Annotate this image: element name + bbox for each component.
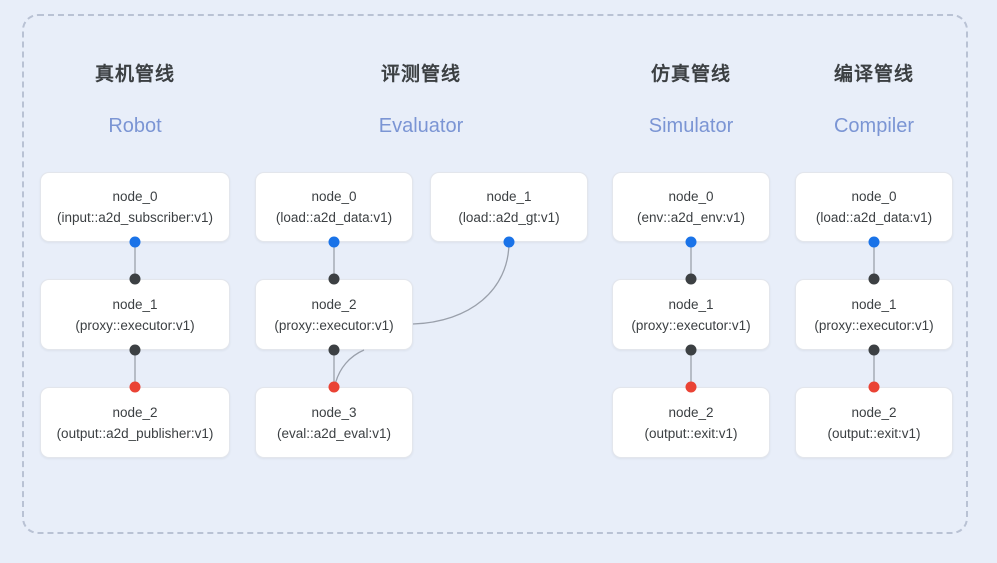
port-output-evaluator-2[interactable] [328,344,340,356]
node-evaluator-2[interactable]: node_2 (proxy::executor:v1) [255,279,413,350]
port-input-compiler-1[interactable] [868,273,880,285]
node-impl: (proxy::executor:v1) [75,317,195,333]
port-input-evaluator-3[interactable] [328,381,340,393]
node-impl: (eval::a2d_eval:v1) [276,425,392,441]
node-name: node_3 [311,404,357,420]
node-name: node_1 [668,296,714,312]
node-name: node_0 [112,189,158,204]
node-evaluator-3[interactable]: node_3 (eval::a2d_eval:v1) [255,387,413,458]
node-impl: (load::a2d_data:v1) [815,210,933,225]
node-robot-1[interactable]: node_1 (proxy::executor:v1) [40,279,230,350]
port-output-robot-0[interactable] [129,236,141,248]
port-output-simulator-0[interactable] [685,236,697,248]
node-simulator-0[interactable]: node_0 (env::a2d_env:v1) [612,172,770,242]
node-simulator-2[interactable]: node_2 (output::exit:v1) [612,387,770,458]
node-name: node_2 [112,404,158,420]
port-input-simulator-1[interactable] [685,273,697,285]
node-name: node_0 [851,189,897,204]
port-input-robot-2[interactable] [129,381,141,393]
node-name: node_0 [311,189,357,204]
node-impl: (proxy::executor:v1) [814,317,934,333]
node-impl: (output::a2d_publisher:v1) [56,425,214,441]
port-output-evaluator-0[interactable] [328,236,340,248]
node-impl: (proxy::executor:v1) [631,317,751,333]
node-evaluator-1[interactable]: node_1 (load::a2d_gt:v1) [430,172,588,242]
port-input-robot-1[interactable] [129,273,141,285]
port-input-evaluator-2[interactable] [328,273,340,285]
node-compiler-0[interactable]: node_0 (load::a2d_data:v1) [795,172,953,242]
port-input-simulator-2[interactable] [685,381,697,393]
node-name: node_1 [486,189,532,204]
port-output-evaluator-1[interactable] [503,236,515,248]
node-impl: (proxy::executor:v1) [274,317,394,333]
node-compiler-2[interactable]: node_2 (output::exit:v1) [795,387,953,458]
node-name: node_2 [668,404,714,420]
node-evaluator-0[interactable]: node_0 (load::a2d_data:v1) [255,172,413,242]
node-name: node_2 [311,296,357,312]
diagram-dashed-frame [22,14,968,534]
node-name: node_1 [851,296,897,312]
node-impl: (output::exit:v1) [827,425,921,441]
node-simulator-1[interactable]: node_1 (proxy::executor:v1) [612,279,770,350]
port-output-compiler-1[interactable] [868,344,880,356]
node-name: node_1 [112,296,158,312]
node-impl: (load::a2d_gt:v1) [458,210,560,225]
node-robot-0[interactable]: node_0 (input::a2d_subscriber:v1) [40,172,230,242]
port-output-robot-1[interactable] [129,344,141,356]
node-impl: (input::a2d_subscriber:v1) [56,210,214,225]
port-output-compiler-0[interactable] [868,236,880,248]
port-input-compiler-2[interactable] [868,381,880,393]
port-output-simulator-1[interactable] [685,344,697,356]
node-impl: (load::a2d_data:v1) [275,210,393,225]
node-name: node_2 [851,404,897,420]
node-impl: (env::a2d_env:v1) [636,210,746,225]
node-compiler-1[interactable]: node_1 (proxy::executor:v1) [795,279,953,350]
node-robot-2[interactable]: node_2 (output::a2d_publisher:v1) [40,387,230,458]
node-name: node_0 [668,189,714,204]
node-impl: (output::exit:v1) [644,425,738,441]
